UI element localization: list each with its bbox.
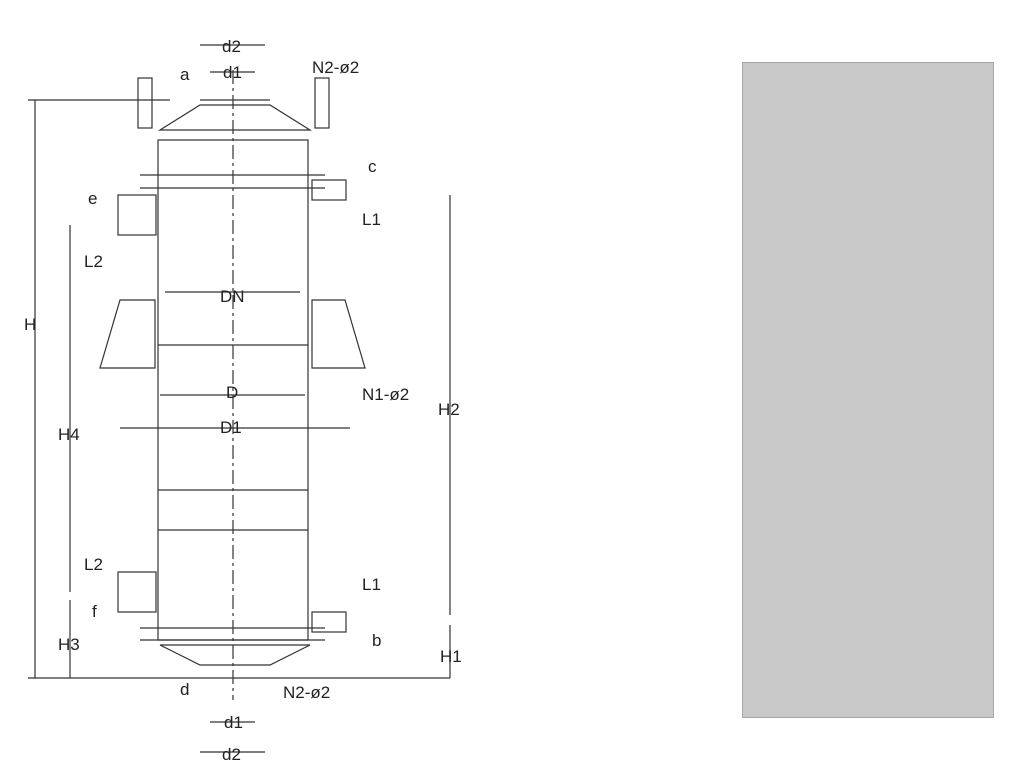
- label-c: c: [368, 157, 377, 176]
- label-n1: N1-ø2: [362, 385, 409, 404]
- label-h: H: [24, 315, 36, 334]
- label-d-bot: d: [180, 680, 189, 699]
- bottom-head: [159, 644, 311, 666]
- label-d2-top: d2: [222, 37, 241, 56]
- label-l1-top: L1: [362, 210, 381, 229]
- label-h1: H1: [440, 647, 462, 666]
- label-n2-bot: N2-ø2: [283, 683, 330, 702]
- label-d1-main: D1: [220, 418, 242, 437]
- label-n2-top: N2-ø2: [312, 58, 359, 77]
- nozzle-e: [117, 194, 157, 236]
- label-e: e: [88, 189, 97, 208]
- nozzle-b: [311, 611, 347, 633]
- label-d2-bot: d2: [222, 745, 241, 764]
- support-lug-right: [311, 299, 366, 369]
- render-3d-cutaway-image: [742, 62, 994, 718]
- label-l1-bot: L1: [362, 575, 381, 594]
- support-lug-left: [99, 299, 156, 369]
- label-d: D: [226, 383, 238, 402]
- top-head: [157, 104, 313, 131]
- label-d1-bot: d1: [224, 713, 243, 732]
- label-h4: H4: [58, 425, 80, 444]
- label-a: a: [180, 65, 190, 84]
- label-h3: H3: [58, 635, 80, 654]
- nozzle-c: [311, 179, 347, 201]
- nozzle-f: [117, 571, 157, 613]
- label-b: b: [372, 631, 381, 650]
- label-f: f: [92, 602, 97, 621]
- label-h2: H2: [438, 400, 460, 419]
- label-l2-bot: L2: [84, 555, 103, 574]
- label-l2-top: L2: [84, 252, 103, 271]
- label-dn: DN: [220, 287, 245, 306]
- label-d1-top: d1: [223, 63, 242, 82]
